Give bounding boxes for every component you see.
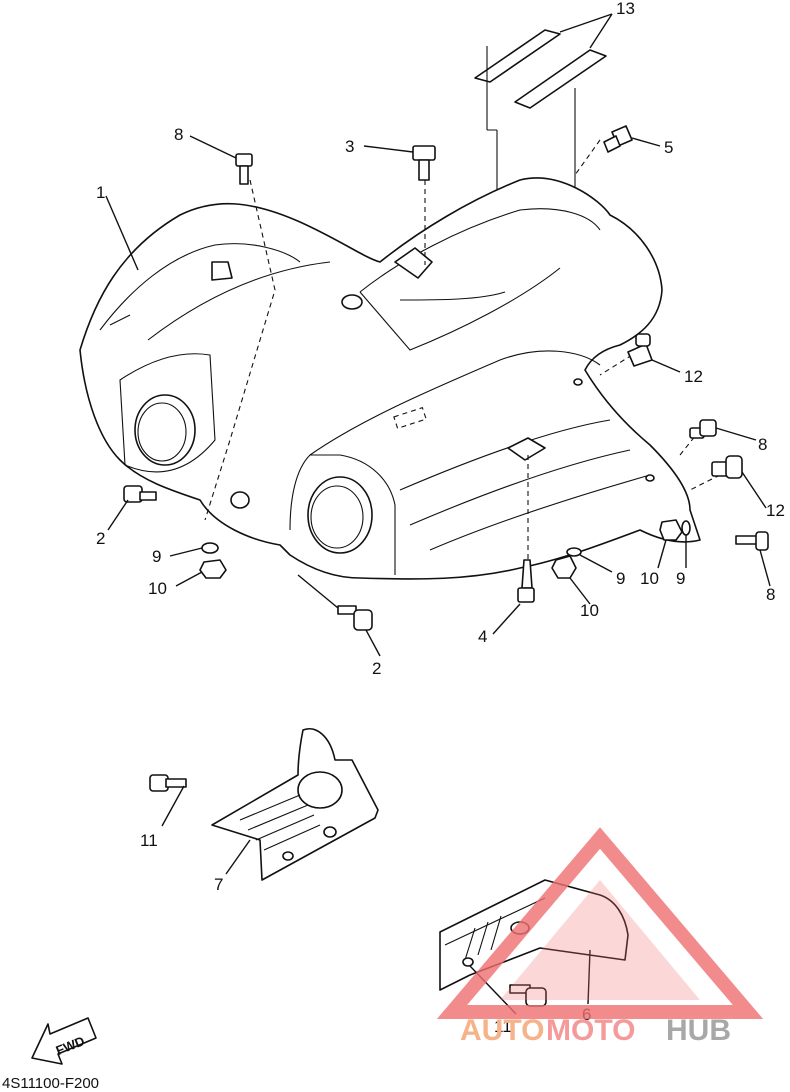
leader-lines (105, 13, 771, 1015)
diagram-code: 4S11100-F200 (2, 1075, 99, 1092)
assembly-lines (204, 139, 721, 570)
trim-strips (474, 29, 607, 211)
callout-labels: 13 8 3 5 1 12 8 12 2 9 10 9 10 10 9 8 4 … (96, 0, 785, 1036)
watermark-hub: HUB (666, 1014, 731, 1047)
callout-9-left: 9 (152, 547, 161, 566)
watermark-moto: MOTO (546, 1014, 635, 1047)
bolt-8-top (235, 153, 253, 185)
callout-10-right: 10 (640, 569, 659, 588)
callout-12-upper: 12 (684, 367, 703, 386)
callout-11-bottom: 11 (494, 1017, 512, 1036)
bolt-11-top (149, 774, 187, 792)
callout-7: 7 (214, 875, 223, 894)
callout-9-right: 9 (676, 569, 685, 588)
washer-9-left (201, 542, 219, 554)
bolt-2-bottom (337, 605, 373, 631)
watermark-auto: AUTO (460, 1014, 544, 1047)
bolt-8-right (689, 419, 717, 439)
callout-12-lower: 12 (766, 501, 785, 520)
fwd-arrow: FWD (31, 1017, 97, 1065)
callout-3: 3 (345, 137, 354, 156)
nut-10-left (199, 559, 227, 579)
callout-10-center: 10 (580, 601, 599, 620)
clip-5 (603, 125, 633, 153)
watermark-text: AUTO MOTO HUB (460, 1014, 731, 1047)
fasteners (123, 125, 769, 631)
watermark-logo (436, 827, 764, 1019)
callout-11-top: 11 (140, 831, 158, 850)
callout-9-center: 9 (616, 569, 625, 588)
callout-10-left: 10 (148, 579, 167, 598)
callout-8-right: 8 (758, 435, 767, 454)
rivet-12-lower (711, 455, 743, 479)
callout-2-left: 2 (96, 529, 105, 548)
callout-8-lower: 8 (766, 585, 775, 604)
screw-4 (517, 559, 535, 603)
guard-7 (211, 728, 379, 881)
callout-8-top: 8 (174, 125, 183, 144)
bolt-8-lower (735, 531, 769, 551)
bolt-3 (412, 145, 436, 181)
nut-10-right (659, 519, 683, 541)
bolt-2-left (123, 485, 157, 503)
callout-4: 4 (478, 627, 487, 646)
callout-2-bottom: 2 (372, 659, 381, 678)
callout-5: 5 (664, 138, 673, 157)
callout-1: 1 (96, 183, 105, 202)
front-fender (79, 177, 701, 580)
washer-9-center (566, 547, 582, 557)
callout-13: 13 (616, 0, 635, 18)
washer-9-right (681, 520, 691, 536)
triangle-logo-icon (436, 827, 764, 1019)
